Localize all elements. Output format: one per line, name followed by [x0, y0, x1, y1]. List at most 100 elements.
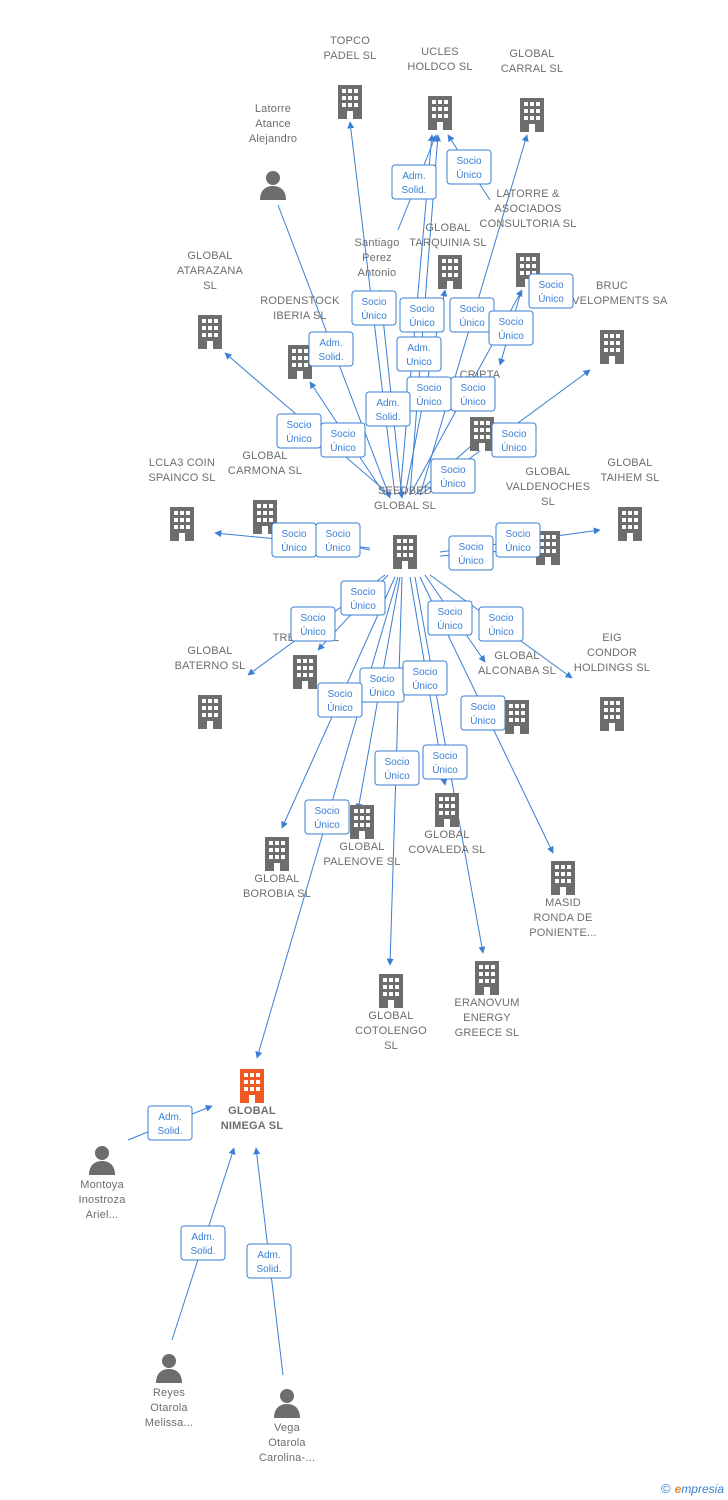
edge-label-text: Socio [432, 751, 457, 762]
building-icon[interactable] [338, 85, 362, 119]
building-icon[interactable] [198, 695, 222, 729]
person-icon[interactable] [89, 1146, 115, 1175]
building-icon[interactable] [265, 837, 289, 871]
edge-label-e35[interactable]: Adm.Solid. [246, 1243, 292, 1279]
building-icon[interactable] [505, 700, 529, 734]
person-icon[interactable] [156, 1354, 182, 1383]
edge-label-text: Socio [300, 613, 325, 624]
building-icon[interactable] [393, 535, 417, 569]
edge-label-text: Socio [286, 420, 311, 431]
edge-label-e12[interactable]: Adm.Solid. [365, 391, 411, 427]
edge-label-e34[interactable]: Adm.Solid. [180, 1225, 226, 1261]
edge-label-e9[interactable]: Adm.Unico [396, 336, 442, 372]
edge-label-text: Adm. [158, 1112, 181, 1123]
building-icon[interactable] [288, 345, 312, 379]
building-icon[interactable] [618, 507, 642, 541]
building-icon[interactable] [428, 96, 452, 130]
edge-label-e1[interactable]: Adm.Solid. [391, 164, 437, 200]
edge-label-text: Único [327, 701, 353, 714]
building-icon[interactable] [350, 805, 374, 839]
building-icon[interactable] [520, 98, 544, 132]
node-reyes[interactable]: ReyesOtarolaMelissa... [145, 1354, 193, 1429]
building-icon[interactable] [551, 861, 575, 895]
person-icon[interactable] [260, 171, 286, 200]
building-icon[interactable] [438, 255, 462, 289]
node-vega[interactable]: VegaOtarolaCarolina-... [259, 1389, 315, 1464]
edge-label-box [488, 310, 534, 346]
edge-label-e5[interactable]: Adm.Solid. [308, 331, 354, 367]
building-icon[interactable] [379, 974, 403, 1008]
building-icon[interactable] [470, 417, 494, 451]
person-icon[interactable] [274, 1389, 300, 1418]
building-icon[interactable] [600, 330, 624, 364]
building-icon[interactable] [600, 697, 624, 731]
building-icon[interactable] [293, 655, 317, 689]
node-montoya[interactable]: MontoyaInostrozaAriel... [78, 1146, 126, 1221]
edge-label-e33[interactable]: Adm. Solid. [147, 1105, 193, 1141]
building-icon[interactable] [198, 315, 222, 349]
node-label-line: LCLA3 COIN [149, 457, 215, 469]
node-label-line: SL [203, 280, 217, 292]
edge-label-text: Único [369, 686, 395, 699]
building-icon[interactable] [475, 961, 499, 995]
building-icon[interactable] [435, 793, 459, 827]
node-label-line: GLOBAL [509, 48, 554, 60]
building-icon[interactable] [240, 1069, 264, 1103]
edge-label-text: Solid. [157, 1126, 182, 1137]
brand-logo[interactable]: empresia [674, 1481, 724, 1496]
building-icon[interactable] [170, 507, 194, 541]
